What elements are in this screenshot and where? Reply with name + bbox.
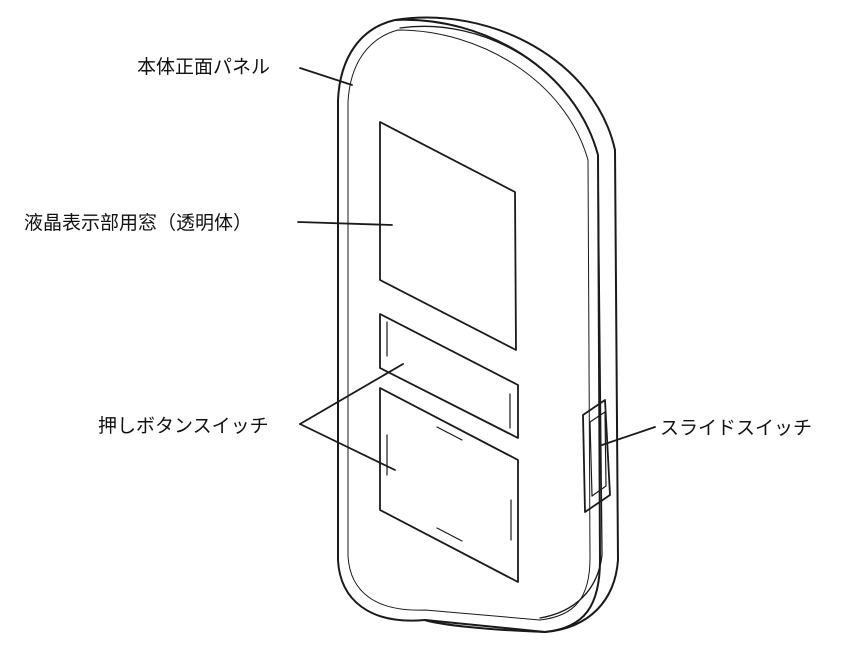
lcd-window [379,121,517,351]
label-slide-switch: スライドスイッチ [660,417,812,439]
leader-lines [297,67,656,471]
leader-push-button-upper [299,363,404,425]
label-push-button-switch: 押しボタンスイッチ [98,415,269,437]
device-back-outline [394,16,619,633]
leader-push-button-lower [299,423,396,471]
upper-push-button [379,313,519,439]
leader-lcd-window [297,221,393,226]
slide-switch [582,399,611,513]
leader-slide-switch [601,426,656,446]
leader-front-panel [299,67,353,86]
device-front-inner-edge [347,29,591,621]
label-front-panel: 本体正面パネル [137,56,270,78]
label-lcd-window: 液晶表示部用窓（透明体） [24,212,252,234]
lower-push-button [379,387,519,583]
device-side-rim [399,25,603,619]
